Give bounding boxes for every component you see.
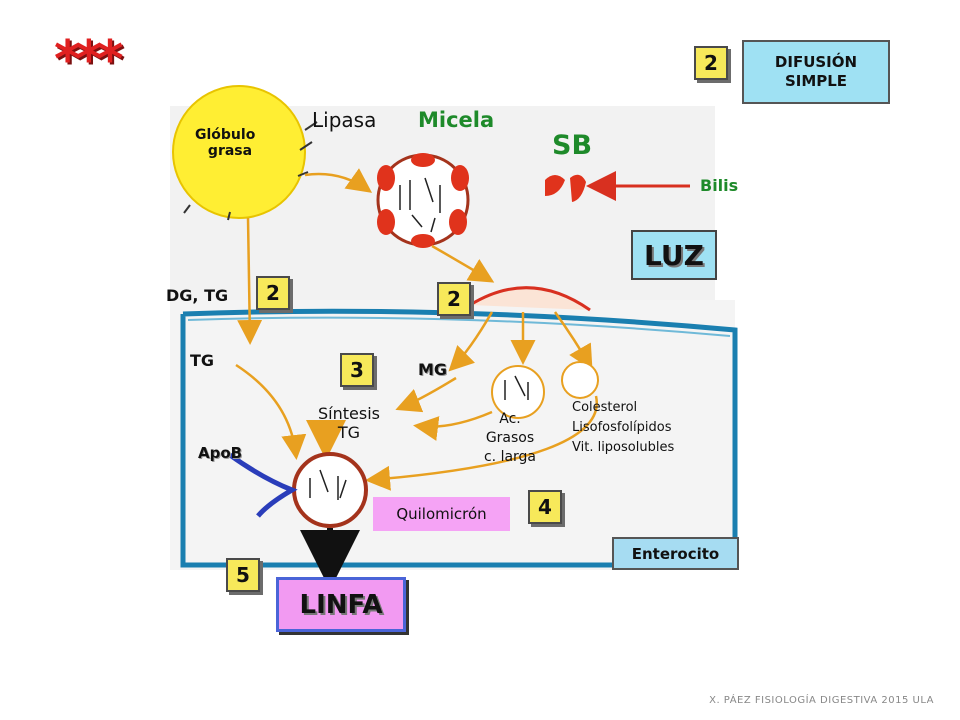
difusion-line1: DIFUSIÓN: [774, 53, 858, 72]
tg-label: TG: [190, 351, 215, 370]
sb-label: SB: [552, 130, 593, 161]
sintesis-line1: Síntesis: [318, 404, 380, 423]
fatty-acid-chains: [504, 375, 529, 400]
step5-badge: 5: [226, 558, 260, 592]
micelle-heads: [377, 153, 469, 248]
cholesterol-cluster: [561, 361, 599, 399]
colesterol-label: Colesterol: [572, 400, 638, 415]
bilis-label: Bilis: [700, 176, 739, 195]
dg-tg-label: DG, TG: [166, 286, 229, 305]
lipid-list: Colesterol Lisofosfolípidos Vit. liposol…: [572, 398, 674, 458]
mg-label: MG: [418, 360, 448, 379]
globulo-label-line2: grasa: [207, 143, 253, 159]
acidos-line3: c. larga: [483, 448, 537, 465]
globulo-label: Glóbulo grasa: [195, 127, 255, 159]
absorption-dome: [469, 286, 591, 312]
footer-credit: X. PÁEZ FISIOLOGÍA DIGESTIVA 2015 ULA: [709, 695, 934, 706]
step4-badge: 4: [528, 490, 562, 524]
difusion-line2: SIMPLE: [784, 72, 848, 90]
lisofosfolipidos-label: Lisofosfolípidos: [572, 420, 672, 436]
globulo-label-line1: Glóbulo: [195, 127, 256, 143]
linfa-box: LINFA: [276, 577, 406, 632]
arrow-dome-right: [553, 311, 593, 371]
quilomicron-core: [309, 469, 347, 500]
step2-left-badge: 2: [256, 276, 290, 310]
apical-membrane-inner: [187, 316, 731, 337]
arrow-tg-to-quilomicron: [235, 363, 307, 460]
lipasa-label: Lipasa: [312, 108, 377, 132]
arrow-cholesterol-to-quilomicron: [365, 395, 599, 491]
lipase-marks: [183, 121, 318, 221]
enterocito-label: Enterocito: [612, 537, 739, 570]
luz-box: LUZ: [631, 230, 717, 280]
importance-stars: ***: [54, 30, 124, 90]
arrow-globule-down: [237, 217, 263, 345]
bile-salts: [545, 174, 586, 202]
quilomicron-label: Quilomicrón: [373, 497, 510, 531]
step-number-badge-top: 2: [694, 46, 728, 80]
difusion-simple-box: DIFUSIÓN SIMPLE: [742, 40, 890, 104]
arrow-dome-left: [448, 311, 494, 372]
arrow-acids-to-sintesis: [413, 410, 493, 441]
micelle-chains: [399, 177, 441, 233]
micela-label: Micela: [418, 108, 495, 132]
arrow-micelle-to-membrane: [431, 244, 495, 283]
quilomicron-particle: [292, 452, 368, 528]
step3-badge: 3: [340, 353, 374, 387]
sintesis-label: Síntesis TG: [316, 404, 382, 442]
fat-globule: [172, 85, 306, 219]
arrow-globule-to-micelle: [304, 168, 373, 193]
apob-label: ApoB: [198, 444, 243, 462]
acidos-grasos-label: Ac. Grasos c. larga: [472, 410, 548, 467]
arrow-mg-to-sintesis: [395, 376, 457, 413]
step2-right-badge: 2: [437, 282, 471, 316]
apob-protein: [228, 452, 298, 518]
acidos-line1: Ac.: [499, 411, 521, 427]
vitaminas-label: Vit. liposolubles: [572, 440, 675, 456]
fatty-acid-cluster: [491, 365, 545, 419]
acidos-line2: Grasos: [485, 429, 535, 446]
sintesis-line2: TG: [337, 423, 361, 442]
